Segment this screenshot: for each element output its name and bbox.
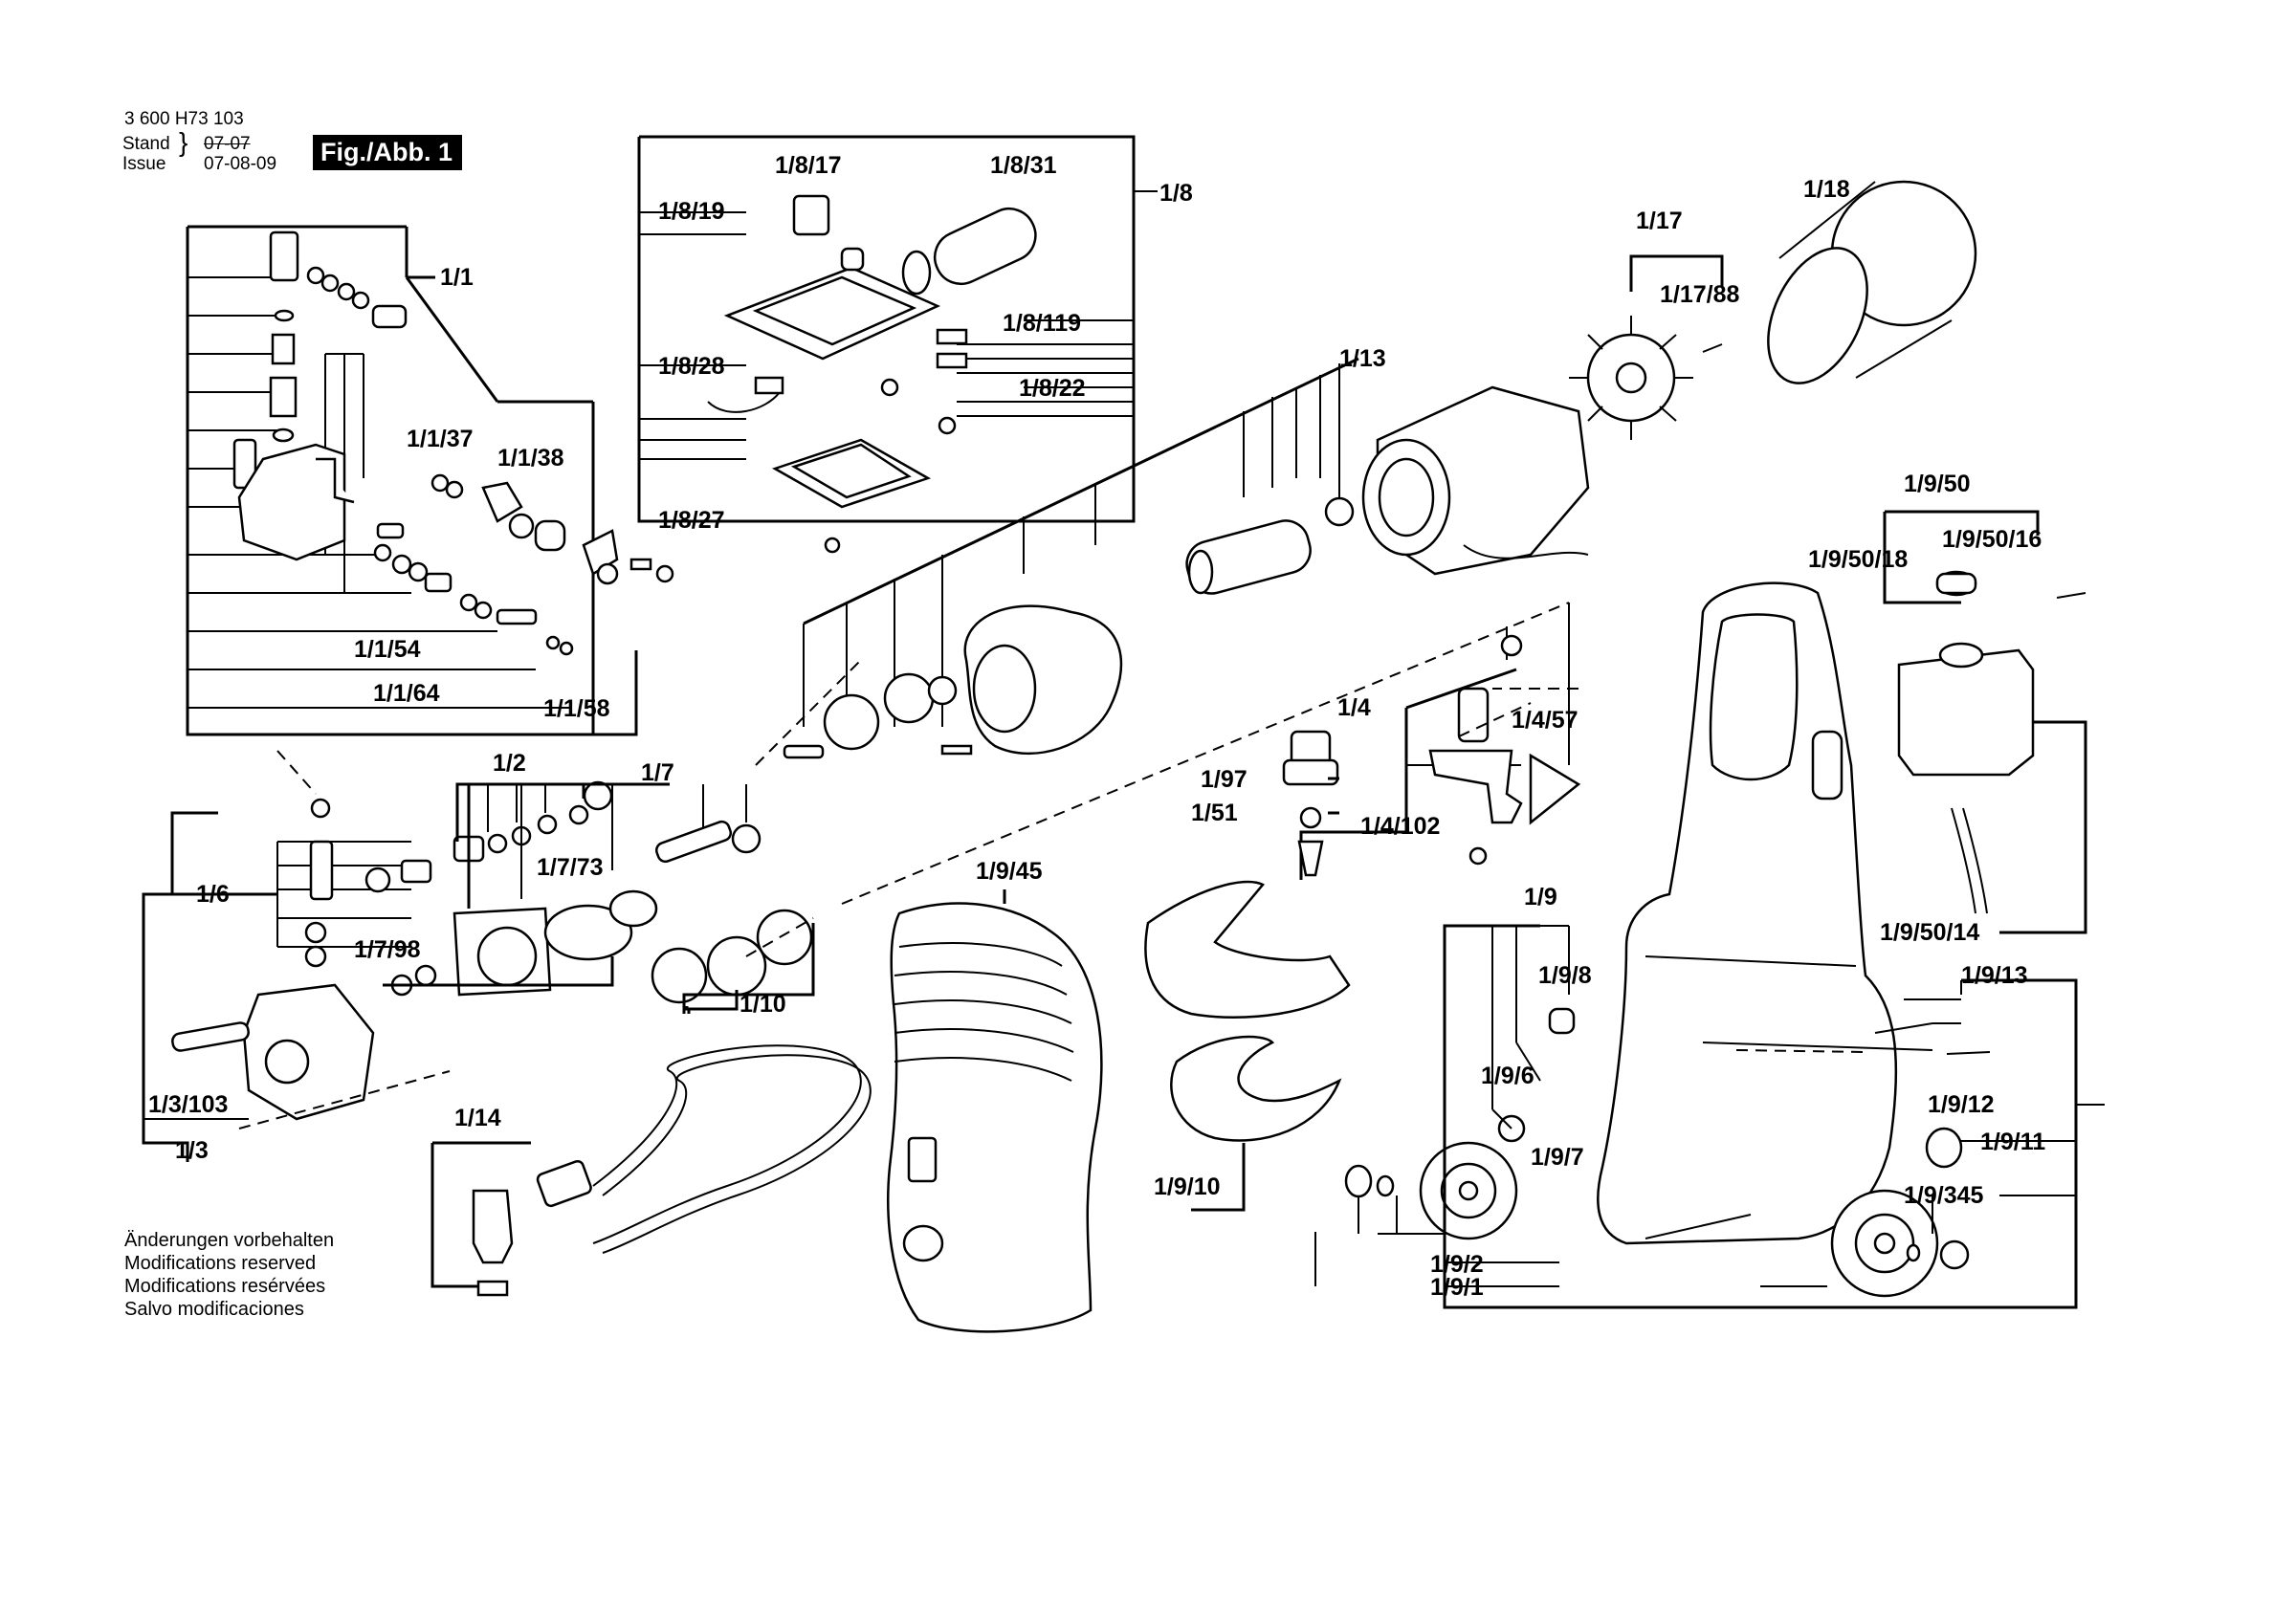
callout-1-13: 1/13: [1339, 345, 1386, 372]
hose-guide-parts: [1144, 880, 1351, 1212]
callout-1-8-19: 1/8/19: [658, 198, 725, 225]
callout-1-1-54: 1/1/54: [354, 636, 421, 663]
modification-notes: Änderungen vorbehalten Modifications res…: [124, 1229, 334, 1321]
group-1-2-1-7-brackets: [383, 782, 815, 1014]
brace-glyph: }: [179, 127, 188, 157]
motor-assembly: [783, 357, 1590, 759]
callout-1-9-50: 1/9/50: [1904, 471, 1971, 497]
callout-1-14: 1/14: [454, 1105, 501, 1131]
callout-1-1-64: 1/1/64: [373, 680, 440, 707]
callout-1-9-345: 1/9/345: [1904, 1182, 1984, 1209]
callout-1-8-17: 1/8/17: [775, 152, 842, 179]
callout-1-17: 1/17: [1636, 208, 1683, 234]
callout-1-9-8: 1/9/8: [1538, 962, 1592, 989]
callout-1-7-73: 1/7/73: [537, 854, 604, 881]
callout-1-4-102: 1/4/102: [1360, 813, 1441, 840]
callout-1-9-12: 1/9/12: [1928, 1091, 1995, 1118]
callout-1-8-119: 1/8/119: [1003, 310, 1082, 337]
callout-1-1: 1/1: [440, 264, 474, 291]
callout-1-8: 1/8: [1159, 180, 1193, 207]
callout-1-9-45: 1/9/45: [976, 858, 1043, 885]
callout-1-4: 1/4: [1337, 694, 1371, 721]
callout-1-8-27: 1/8/27: [658, 507, 725, 534]
fan-and-sleeve: [1569, 180, 1977, 440]
note-es: Salvo modificaciones: [124, 1299, 304, 1320]
callout-1-2: 1/2: [493, 750, 526, 777]
callout-1-9-13: 1/9/13: [1961, 962, 2028, 989]
callout-1-18: 1/18: [1803, 176, 1850, 203]
callout-1-17-88: 1/17/88: [1660, 281, 1740, 308]
callout-1-8-31: 1/8/31: [990, 152, 1057, 179]
callout-1-9-6: 1/9/6: [1481, 1063, 1534, 1089]
callout-1-9-50-18: 1/9/50/18: [1808, 546, 1909, 573]
housing-cover-1-9-45: [887, 889, 1103, 1333]
callout-1-9-10: 1/9/10: [1154, 1173, 1221, 1200]
part-number: 3 600 H73 103: [124, 109, 244, 129]
callout-1-8-28: 1/8/28: [658, 353, 725, 380]
callout-1-97: 1/97: [1201, 766, 1247, 793]
callout-1-4-57: 1/4/57: [1512, 707, 1578, 734]
note-en: Modifications reserved: [124, 1253, 317, 1274]
detergent-tank: [1883, 510, 2087, 934]
callout-1-1-37: 1/1/37: [407, 426, 474, 452]
pump-head-parts: [232, 230, 674, 656]
callout-1-7-98: 1/7/98: [354, 936, 421, 963]
callout-1-6: 1/6: [196, 881, 230, 908]
pump-body-parts: [171, 780, 813, 1121]
group-1-6-bracket: [142, 811, 411, 1162]
callout-1-3: 1/3: [175, 1137, 209, 1164]
frame-trolley: [1344, 581, 1970, 1298]
callout-1-9-50-16: 1/9/50/16: [1942, 526, 2042, 553]
callout-1-1-38: 1/1/38: [497, 445, 564, 472]
issue-label: Issue: [122, 154, 166, 174]
callout-1-7: 1/7: [641, 759, 674, 786]
note-fr: Modifications resérvées: [124, 1276, 326, 1297]
group-1-8-box: [637, 135, 1158, 554]
callout-1-9: 1/9: [1524, 884, 1557, 910]
figure-badge: Fig./Abb. 1: [313, 135, 462, 170]
callout-1-9-7: 1/9/7: [1531, 1144, 1584, 1171]
callout-1-9-1: 1/9/1: [1430, 1274, 1484, 1301]
callout-1-9-11: 1/9/11: [1980, 1129, 2046, 1155]
note-de: Änderungen vorbehalten: [124, 1230, 335, 1251]
callout-1-3-103: 1/3/103: [148, 1091, 229, 1118]
stand-label: Stand: [122, 134, 170, 154]
power-cable: [430, 1044, 872, 1297]
callout-1-1-58: 1/1/58: [543, 695, 610, 722]
callout-1-9-50-14: 1/9/50/14: [1880, 919, 1980, 946]
callout-1-51: 1/51: [1191, 800, 1238, 826]
callout-1-10: 1/10: [740, 991, 786, 1018]
issue-date: 07-08-09: [204, 154, 277, 174]
nozzle-parts: [841, 602, 1581, 905]
stand-date: 07-07: [204, 134, 251, 154]
callout-1-9-2: 1/9/2: [1430, 1251, 1484, 1278]
group-1-9-bracket: [1314, 924, 2105, 1309]
callout-1-8-22: 1/8/22: [1019, 375, 1086, 402]
